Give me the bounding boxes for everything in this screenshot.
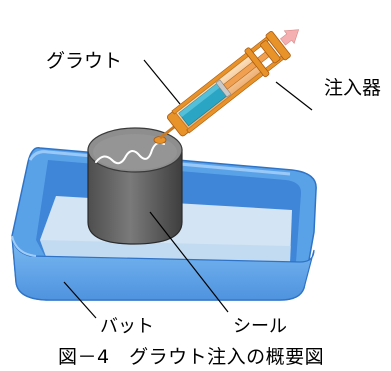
leader-seal [149, 211, 229, 313]
specimen-cylinder [87, 127, 183, 245]
figure-caption: 図－4 グラウト注入の概要図 [58, 346, 325, 368]
grout-label: グラウト [46, 50, 123, 72]
leader-injector [275, 81, 313, 111]
leader-lines [63, 59, 313, 319]
leader-vat [63, 281, 97, 319]
leader-grout [143, 59, 181, 105]
vat-label: バット [100, 316, 154, 337]
injector-label: 注入器 [324, 77, 382, 99]
seal-label: シール [233, 316, 287, 337]
injector-syringe [159, 29, 300, 140]
